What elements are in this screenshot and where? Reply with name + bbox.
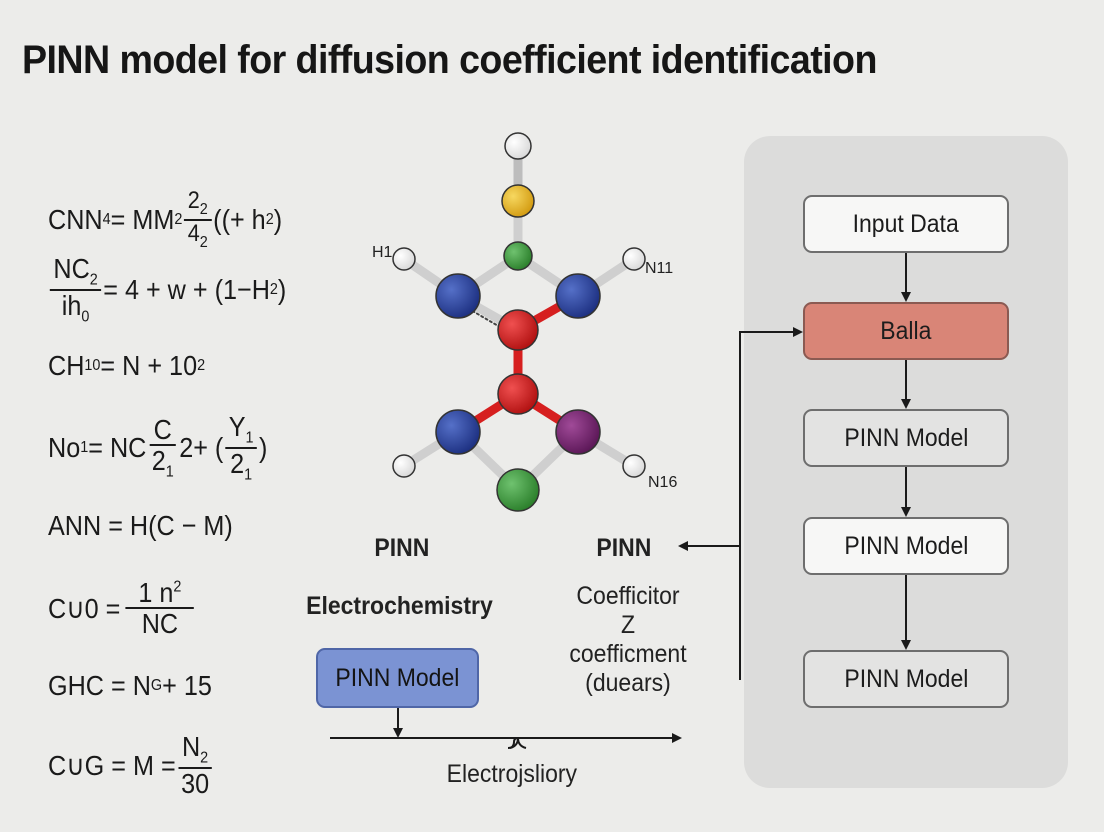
atom-white-h1 — [392, 247, 416, 271]
brace-mark-2 — [509, 737, 527, 749]
equation-8: C∪G = M = N2 30 — [48, 732, 215, 799]
pinn-model-box-1: PINN Model — [803, 409, 1009, 467]
pinn-model-blue-box: PINN Model — [316, 648, 479, 708]
page-title: PINN model for diffusion coefficient ide… — [22, 38, 877, 82]
atom-blue-left-top — [435, 273, 481, 319]
atom-white-bottom-left — [392, 454, 416, 478]
atom-label-h1: H1 — [372, 244, 393, 261]
atom-blue-right-top — [555, 273, 601, 319]
input-data-box: Input Data — [803, 195, 1009, 253]
electrochemistry-label: Electrochemistry — [306, 592, 493, 620]
atom-white-n11 — [622, 247, 646, 271]
coefficient-label: Coefficitor Z coefficment (duears) — [569, 582, 687, 697]
atom-label-n11: N11 — [645, 260, 674, 277]
atom-green-top — [503, 241, 533, 271]
flow-arrows — [330, 253, 911, 749]
pinn-label-right: PINN — [596, 534, 652, 562]
feedback-arrow-to-balla — [739, 327, 803, 680]
pinn-label-left: PINN — [374, 534, 430, 562]
equation-5: ANN = H(C − M) — [48, 510, 233, 541]
atom-red-lower — [497, 373, 539, 415]
atom-purple — [555, 409, 601, 455]
atom-white-top — [504, 132, 532, 160]
electrojsliory-label: Electrojsliory — [446, 760, 578, 788]
pinn-model-box-2: PINN Model — [803, 517, 1009, 575]
equation-6: C∪0 = 1 n2 NC — [48, 578, 196, 639]
atom-label-n16: N16 — [648, 474, 678, 491]
molecule-atoms — [392, 132, 646, 512]
pinn-model-box-3: PINN Model — [803, 650, 1009, 708]
atom-white-n16 — [622, 454, 646, 478]
atom-green-bottom — [496, 468, 540, 512]
balla-box: Balla — [803, 302, 1009, 360]
atom-red-upper — [497, 309, 539, 351]
atom-blue-left-bottom — [435, 409, 481, 455]
atom-yellow — [501, 184, 535, 218]
